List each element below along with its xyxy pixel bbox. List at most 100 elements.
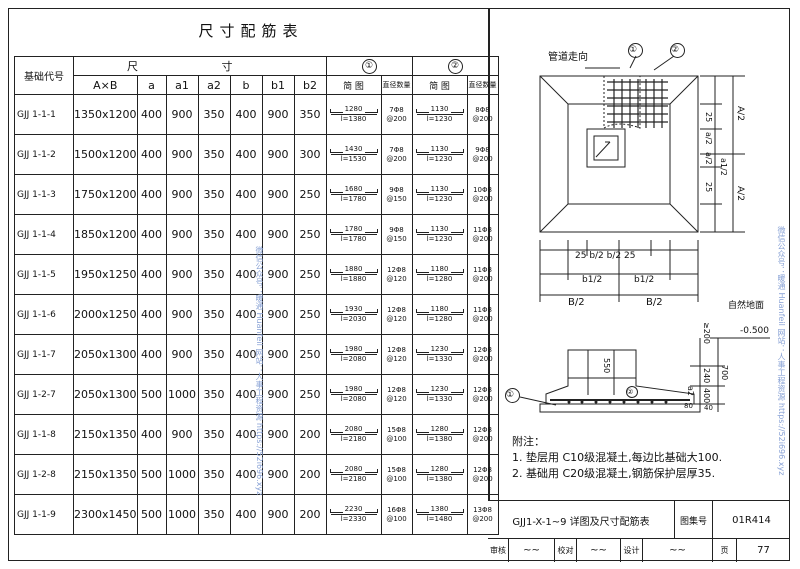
bar-length: 1130 — [413, 185, 467, 194]
cell-a: 400 — [136, 134, 167, 175]
header-group1: ① — [325, 56, 413, 76]
bar-total-length: l=1530 — [330, 154, 377, 164]
cell-b2: 250 — [293, 334, 327, 375]
dim-b1-right: b1/2 — [634, 275, 655, 285]
cell-code: GJJ 1-2-7 — [14, 374, 74, 415]
cell-b: 400 — [229, 494, 263, 535]
dim-a-half-2: a/2 — [704, 152, 713, 165]
cell-AxB: 1850x1200 — [73, 214, 138, 255]
cell-dia1: 7Φ8@200 — [380, 134, 413, 175]
cell-dia2: 12Φ8@200 — [466, 334, 499, 375]
dim-B-left: B/2 — [568, 297, 585, 308]
dim-240: 240 — [702, 368, 711, 384]
cell-a1: 900 — [165, 334, 199, 375]
bar-diameter: 15Φ8 — [387, 425, 406, 434]
cell-a1: 900 — [165, 94, 199, 135]
bar-total-length: l=1480 — [416, 514, 463, 524]
bar-spacing: @120 — [386, 274, 407, 283]
bar-total-length: l=1380 — [416, 434, 463, 444]
bar-length: 2080 — [327, 465, 381, 474]
bar-spacing: @120 — [386, 354, 407, 363]
bar-total-length: l=1330 — [416, 394, 463, 404]
cell-b: 400 — [229, 454, 263, 495]
cell-dia1: 16Φ8@100 — [380, 494, 413, 535]
cell-dia1: 7Φ8@200 — [380, 94, 413, 135]
bar-diameter: 12Φ8 — [387, 345, 406, 354]
cell-code: GJJ 1-1-8 — [14, 414, 74, 455]
cell-dia2: 9Φ8@200 — [466, 134, 499, 175]
bar-length: 1180 — [413, 305, 467, 314]
header-code: 基础代号 — [14, 56, 74, 95]
bar-diameter: 11Φ8 — [473, 225, 492, 234]
bar-diameter: 12Φ8 — [473, 425, 492, 434]
cell-b: 400 — [229, 94, 263, 135]
section-marker-1-icon: ① — [505, 388, 520, 403]
bar-spacing: @200 — [472, 194, 493, 203]
cell-dia2: 13Φ8@200 — [466, 494, 499, 535]
cell-b1: 900 — [261, 254, 295, 295]
bar-spacing: @200 — [472, 314, 493, 323]
bar-diameter: 13Φ8 — [473, 505, 492, 514]
dim-a2-bot: A/2 — [735, 186, 745, 201]
header-dim-AxB: A×B — [73, 75, 138, 95]
dim-a1-half: a1/2 — [719, 158, 728, 176]
bar-spacing: @200 — [472, 154, 493, 163]
dim-80: 80 — [684, 402, 693, 410]
bar-length: 1980 — [327, 385, 381, 394]
dim-25-bot: 25 — [704, 182, 713, 193]
level-label: -0.500 — [740, 326, 770, 336]
cell-a1: 900 — [165, 294, 199, 335]
cell-AxB: 2000x1250 — [73, 294, 138, 335]
cell-b: 400 — [229, 174, 263, 215]
spec-table: 基础代号 尺 寸 ① ② A×B a a1 a2 b b1 b2 简 图 直径数… — [14, 56, 499, 535]
header-dim-b2: b2 — [293, 75, 327, 95]
bar-diameter: 9Φ8 — [389, 225, 404, 234]
rebar-2-marker-icon: ② — [670, 43, 685, 58]
cell-AxB: 2300x1450 — [73, 494, 138, 535]
cell-dia2: 12Φ8@200 — [466, 454, 499, 495]
cell-b1: 900 — [261, 294, 295, 335]
header-dim-b1: b1 — [261, 75, 295, 95]
cell-b: 400 — [229, 214, 263, 255]
bar-length: 1180 — [413, 265, 467, 274]
header-group2: ② — [411, 56, 499, 76]
cell-dia1: 12Φ8@120 — [380, 294, 413, 335]
cell-a2: 350 — [197, 374, 231, 415]
cell-dia2: 12Φ8@200 — [466, 414, 499, 455]
bar-length: 1130 — [413, 105, 467, 114]
page-label: 页 — [712, 539, 736, 562]
dim-400: 400 — [702, 388, 711, 404]
bar-length: 1130 — [413, 225, 467, 234]
cell-a: 400 — [136, 254, 167, 295]
cell-code: GJJ 1-1-6 — [14, 294, 74, 335]
review-label: 审核 — [490, 546, 506, 555]
cell-AxB: 2050x1300 — [73, 374, 138, 415]
cell-a2: 350 — [197, 334, 231, 375]
bar-length: 1980 — [327, 345, 381, 354]
cell-dia1: 12Φ8@120 — [380, 254, 413, 295]
bar-total-length: l=2030 — [330, 314, 377, 324]
drawing-title: GJJ1-X-1~9 详图及尺寸配筋表 — [512, 516, 650, 528]
bar-diameter: 7Φ8 — [389, 145, 404, 154]
cell-AxB: 1950x1250 — [73, 254, 138, 295]
cell-b2: 250 — [293, 174, 327, 215]
cell-code: GJJ 1-1-3 — [14, 174, 74, 215]
bar-total-length: l=1880 — [330, 274, 377, 284]
cell-b2: 250 — [293, 374, 327, 415]
dim-b-row: 25 b/2 b/2 25 — [575, 251, 636, 261]
bar-spacing: @200 — [472, 354, 493, 363]
cell-b2: 350 — [293, 94, 327, 135]
dim-a-half: a/2 — [704, 132, 713, 145]
cell-b1: 900 — [261, 174, 295, 215]
